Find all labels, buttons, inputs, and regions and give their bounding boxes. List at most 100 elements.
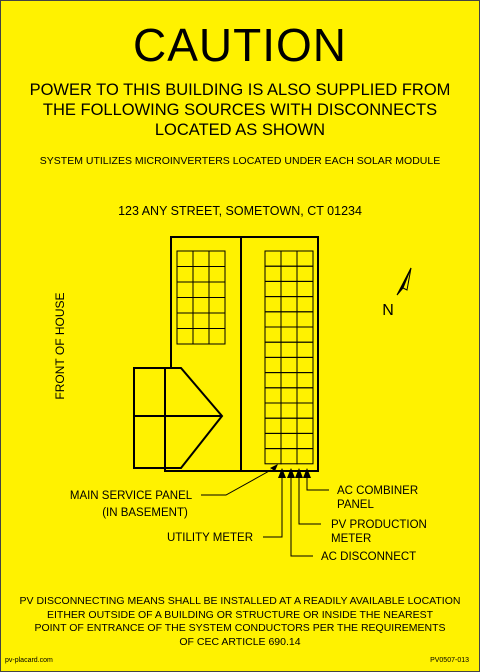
solar-module (264, 341, 282, 358)
ac-disconnect-marker (287, 468, 295, 478)
solar-module (280, 417, 298, 434)
solar-module (296, 356, 314, 374)
solar-module (192, 266, 210, 283)
solar-module (208, 312, 226, 329)
solar-module (296, 311, 314, 328)
solar-module (208, 250, 226, 267)
solar-module (296, 387, 314, 404)
solar-module (296, 417, 314, 434)
solar-module (280, 448, 298, 465)
product-code: PV0507-013 (430, 657, 469, 664)
solar-module (192, 297, 210, 314)
footer-requirements: PV DISCONNECTING MEANS SHALL BE INSTALLE… (1, 595, 479, 649)
solar-module (264, 296, 282, 313)
ac-combiner-panel-label: AC COMBINER (337, 485, 418, 497)
footer-line: PV DISCONNECTING MEANS SHALL BE INSTALLE… (19, 595, 461, 607)
solar-module (296, 372, 314, 389)
solar-module (264, 311, 282, 328)
footer-line: POINT OF ENTRANCE OF THE SYSTEM CONDUCTO… (34, 622, 446, 634)
solar-module (280, 250, 298, 267)
footer-line: OF CEC ARTICLE 690.14 (179, 635, 301, 648)
footer-line: EITHER OUTSIDE OF A BUILDING OR STRUCTUR… (46, 608, 434, 621)
solar-module (264, 280, 282, 298)
solar-module (208, 297, 226, 314)
solar-module (192, 312, 210, 329)
pv-production-meter-leader (298, 478, 321, 525)
solar-module (264, 417, 282, 434)
subtitle-line: LOCATED AS SHOWN (154, 121, 326, 139)
ac-disconnect-leader (290, 478, 313, 557)
site-address: 123 ANY STREET, SOMETOWN, CT 01234 (118, 204, 362, 218)
main-service-panel-label: MAIN SERVICE PANEL (70, 490, 193, 502)
solar-module (264, 387, 282, 404)
solar-module (192, 250, 210, 267)
solar-array-left (176, 250, 226, 345)
solar-module (280, 296, 298, 313)
solar-module (296, 296, 314, 313)
solar-module (296, 250, 314, 267)
caution-title: CAUTION (133, 19, 347, 71)
solar-module (192, 328, 210, 345)
utility-meter-marker (278, 468, 286, 478)
ac-disconnect-label: AC DISCONNECT (321, 551, 416, 563)
solar-module (280, 356, 298, 374)
solar-module (208, 328, 226, 345)
solar-module (296, 280, 314, 298)
house-main-section (240, 236, 319, 472)
solar-module (176, 297, 194, 314)
utility-meter-label: UTILITY METER (167, 532, 253, 544)
solar-module (208, 281, 226, 298)
solar-module (192, 281, 210, 298)
subtitle-line: THE FOLLOWING SOURCES WITH DISCONNECTS (42, 101, 438, 119)
ac-combiner-panel-marker (303, 468, 311, 478)
solar-module (296, 326, 314, 343)
solar-module (280, 372, 298, 389)
system-note: SYSTEM UTILIZES MICROINVERTERS LOCATED U… (39, 155, 441, 167)
leader-lines (201, 469, 329, 557)
solar-module (264, 448, 282, 465)
solar-module (296, 448, 314, 465)
subtitle-line: POWER TO THIS BUILDING IS ALSO SUPPLIED … (29, 81, 451, 99)
north-arrow-icon (396, 267, 412, 296)
solar-module (264, 250, 282, 267)
solar-module (280, 432, 298, 450)
solar-module (280, 326, 298, 343)
solar-module (280, 311, 298, 328)
house-outline (164, 236, 242, 472)
main-service-panel-sublabel: (IN BASEMENT) (102, 507, 188, 519)
equipment-markers (270, 464, 311, 478)
solar-module (176, 266, 194, 283)
solar-module (296, 432, 314, 450)
solar-module (280, 280, 298, 298)
solar-module (296, 265, 314, 282)
subtitle: POWER TO THIS BUILDING IS ALSO SUPPLIED … (1, 80, 479, 140)
solar-module (296, 341, 314, 358)
solar-module (264, 265, 282, 282)
solar-array-right (264, 250, 314, 465)
solar-module (280, 387, 298, 404)
solar-module (176, 328, 194, 345)
utility-meter-leader (263, 478, 283, 538)
ac-combiner-panel-sublabel: PANEL (337, 499, 374, 511)
solar-module (264, 326, 282, 343)
solar-module (208, 266, 226, 283)
house-wing (133, 367, 224, 469)
solar-module (264, 356, 282, 374)
main-service-panel-marker (270, 464, 278, 471)
solar-module (280, 402, 298, 419)
solar-module (264, 432, 282, 450)
solar-module (264, 372, 282, 389)
solar-module (176, 250, 194, 267)
main-service-panel-leader (201, 469, 272, 496)
solar-module (176, 312, 194, 329)
north-label: N (382, 302, 394, 319)
solar-module (280, 341, 298, 358)
solar-module (296, 402, 314, 419)
pv-production-meter-marker (295, 468, 303, 478)
website-credit: pv-placard.com (5, 657, 53, 664)
solar-module (264, 402, 282, 419)
pv-production-meter-label: PV PRODUCTION (331, 519, 427, 531)
solar-module (280, 265, 298, 282)
